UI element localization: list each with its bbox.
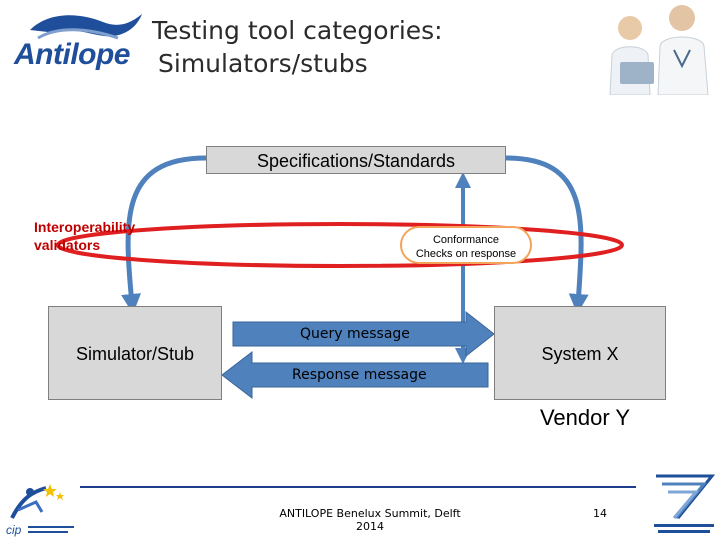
doctors-photo xyxy=(590,0,720,95)
antilope-logo-swoosh xyxy=(30,14,142,37)
interop-label-line2: validators xyxy=(34,237,101,253)
interoperability-ellipse xyxy=(56,222,624,268)
slide-title-line1: Testing tool categories: xyxy=(152,16,443,45)
footer-divider xyxy=(80,486,636,488)
antilope-logo-swoosh-light xyxy=(37,28,119,40)
conformance-line2: Checks on response xyxy=(415,248,517,260)
conformance-checks-bubble: Conformance Checks on response xyxy=(400,226,532,264)
cip-logo: cip xyxy=(6,484,74,537)
slide-title: Testing tool categories: Simulators/stub… xyxy=(152,14,443,80)
query-message-arrow xyxy=(232,310,495,358)
seventh-framework-programme-logo xyxy=(654,474,716,533)
query-message-label: Query message xyxy=(300,326,410,342)
spec-to-system-arrow xyxy=(505,155,589,314)
specifications-standards-box: Specifications/Standards xyxy=(206,146,506,174)
system-x-box: System X xyxy=(494,306,666,400)
svg-text:cip: cip xyxy=(6,523,22,537)
conformance-line1: Conformance xyxy=(432,234,500,246)
antilope-logo xyxy=(30,14,142,40)
vendor-label: Vendor Y xyxy=(539,405,631,430)
interoperability-validators-label: Interoperability validators xyxy=(34,218,135,254)
interop-label-line1: Interoperability xyxy=(34,219,136,235)
slide-title-line2: Simulators/stubs xyxy=(158,49,368,78)
spec-to-simulator-arrow xyxy=(121,155,207,314)
response-message-label: Response message xyxy=(292,367,427,383)
footer-text: ANTILOPE Benelux Summit, Delft 2014 xyxy=(279,507,461,533)
antilope-logo-text: Antilope xyxy=(14,38,131,71)
response-message-arrow xyxy=(221,350,489,400)
page-number: 14 xyxy=(593,507,607,520)
simulator-stub-box: Simulator/Stub xyxy=(48,306,222,400)
